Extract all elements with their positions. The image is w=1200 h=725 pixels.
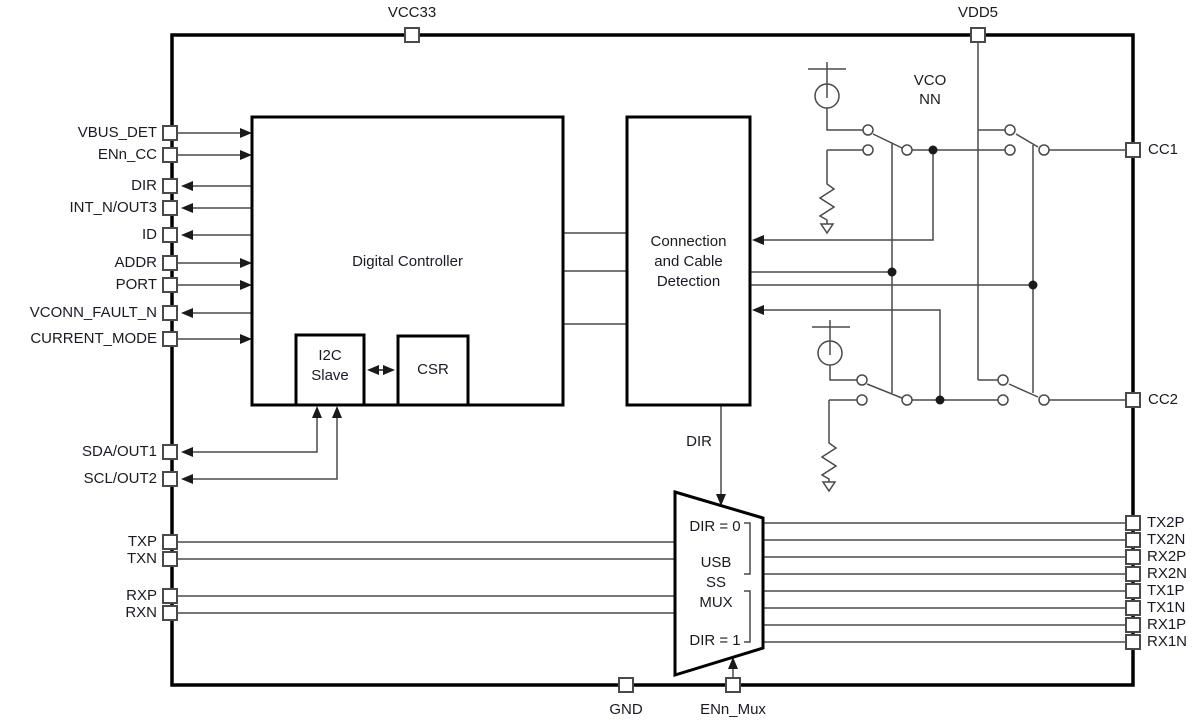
pin-box-current-mode	[162, 331, 178, 347]
pin-label-cc2: CC2	[1148, 391, 1179, 408]
dir-wire	[716, 405, 726, 506]
pin-box-rx2p	[1125, 549, 1141, 565]
connection-detection-line2: and Cable	[654, 253, 723, 270]
pin-label-rxp: RXP	[126, 587, 157, 604]
csr-block	[396, 334, 470, 407]
mux-name-line1: USB	[700, 554, 732, 571]
pin-box-rxp	[162, 588, 178, 604]
pin-label-rx2n: RX2N	[1147, 565, 1188, 582]
pin-box-enn-mux	[725, 677, 741, 693]
junction-dots	[887, 267, 1038, 290]
pin-label-vcc33: VCC33	[387, 4, 437, 21]
pin-box-tx2n	[1125, 532, 1141, 548]
pin-boxes	[162, 27, 1141, 693]
connection-detection-line3: Detection	[656, 273, 721, 290]
mux-group-brackets	[744, 522, 751, 643]
usb-ss-mux-block	[673, 489, 765, 678]
left-pin-arrowheads	[181, 128, 342, 484]
csr-label: CSR	[417, 361, 449, 378]
pin-label-sda-out1: SDA/OUT1	[81, 443, 157, 460]
pin-label-txn: TXN	[127, 550, 157, 567]
pin-label-vbus-det: VBUS_DET	[77, 124, 157, 141]
i2c-csr-bus	[367, 365, 395, 375]
pin-box-txp	[162, 534, 178, 550]
pin-box-dir	[162, 178, 178, 194]
mux-output-lines	[763, 522, 1126, 643]
pin-box-rx2n	[1125, 566, 1141, 582]
pin-label-tx2p: TX2P	[1147, 514, 1185, 531]
i2c-slave-label-line1: I2C	[318, 347, 342, 364]
pin-label-port: PORT	[115, 276, 157, 293]
pin-box-tx1p	[1125, 583, 1141, 599]
mux-name-label: USB SS MUX	[678, 553, 754, 613]
pin-label-cc1: CC1	[1148, 141, 1179, 158]
pin-box-vbus-det	[162, 125, 178, 141]
pin-label-enn-mux: ENn_Mux	[700, 701, 766, 718]
pin-box-cc2	[1125, 392, 1141, 408]
pin-box-addr	[162, 255, 178, 271]
pin-box-scl-out2	[162, 471, 178, 487]
pin-box-vdd5	[970, 27, 986, 43]
connection-detection-block	[625, 115, 752, 407]
pin-label-current-mode: CURRENT_MODE	[30, 330, 157, 347]
left-pin-wires	[177, 132, 675, 614]
vconn-label: VCO NN	[898, 71, 962, 109]
pin-box-rxn	[162, 605, 178, 621]
pin-label-scl-out2: SCL/OUT2	[83, 470, 157, 487]
i2c-slave-label-line2: Slave	[311, 367, 349, 384]
vconn-label-line2: NN	[919, 91, 941, 108]
pin-label-rx1n: RX1N	[1147, 633, 1188, 650]
mux-dir0-label: DIR = 0	[689, 518, 741, 535]
digital-controller-label: Digital Controller	[352, 253, 463, 270]
cc1-termination	[808, 62, 1126, 235]
controller-detection-buses	[563, 232, 627, 325]
cc-sense-arrowheads	[752, 235, 764, 315]
pin-box-int-n-out3	[162, 200, 178, 216]
pin-box-port	[162, 277, 178, 293]
dir-signal-label: DIR	[686, 433, 712, 450]
pin-label-id: ID	[142, 226, 157, 243]
pin-label-tx1n: TX1N	[1147, 599, 1186, 616]
pin-box-id	[162, 227, 178, 243]
pin-label-int-n-out3: INT_N/OUT3	[69, 199, 157, 216]
mux-dir1-label: DIR = 1	[689, 632, 741, 649]
pin-label-rx1p: RX1P	[1147, 616, 1187, 633]
connection-detection-line1: Connection	[650, 233, 727, 250]
pin-label-txp: TXP	[127, 533, 157, 550]
pin-box-gnd	[618, 677, 634, 693]
pin-box-rx1n	[1125, 634, 1141, 650]
enn-mux-wire	[728, 657, 738, 678]
mux-name-line3: MUX	[699, 594, 733, 611]
pin-box-cc1	[1125, 142, 1141, 158]
pin-label-rx2p: RX2P	[1147, 548, 1187, 565]
pin-label-tx1p: TX1P	[1147, 582, 1185, 599]
pin-label-vconn-fault-n: VCONN_FAULT_N	[29, 304, 157, 321]
connection-detection-label: Connection and Cable Detection	[627, 232, 750, 292]
vconn-label-line1: VCO	[913, 72, 947, 89]
i2c-slave-block	[294, 333, 366, 407]
mux-name-line2: SS	[705, 574, 726, 591]
pin-label-enn-cc: ENn_CC	[97, 146, 157, 163]
pin-box-sda-out1	[162, 444, 178, 460]
pin-box-vconn-fault-n	[162, 305, 178, 321]
chip-outline	[170, 33, 1135, 687]
pin-box-rx1p	[1125, 617, 1141, 633]
pin-box-vcc33	[404, 27, 420, 43]
pin-label-tx2n: TX2N	[1147, 531, 1186, 548]
pin-label-vdd5: VDD5	[957, 4, 998, 21]
pin-label-dir: DIR	[131, 177, 157, 194]
pin-box-tx2p	[1125, 515, 1141, 531]
pin-box-enn-cc	[162, 147, 178, 163]
cc-sense-control-wires	[750, 143, 1034, 400]
pin-label-gnd: GND	[609, 701, 643, 718]
pin-box-txn	[162, 551, 178, 567]
i2c-slave-label: I2C Slave	[296, 346, 364, 386]
pin-label-rxn: RXN	[125, 604, 157, 621]
cc2-termination	[812, 320, 1126, 493]
pin-label-addr: ADDR	[114, 254, 157, 271]
pin-box-tx1n	[1125, 600, 1141, 616]
